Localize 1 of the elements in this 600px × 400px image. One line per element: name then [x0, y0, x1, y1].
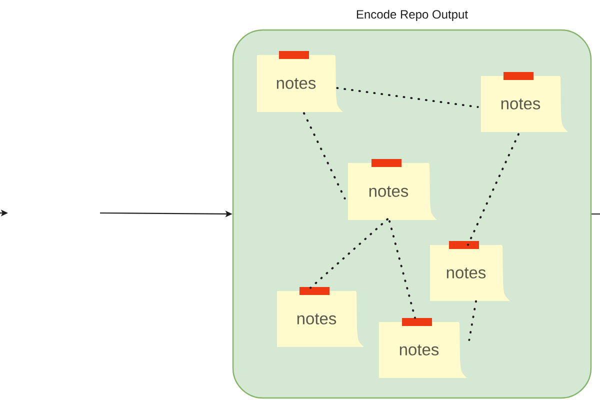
box-heading: Encode Repo Output	[356, 10, 468, 21]
